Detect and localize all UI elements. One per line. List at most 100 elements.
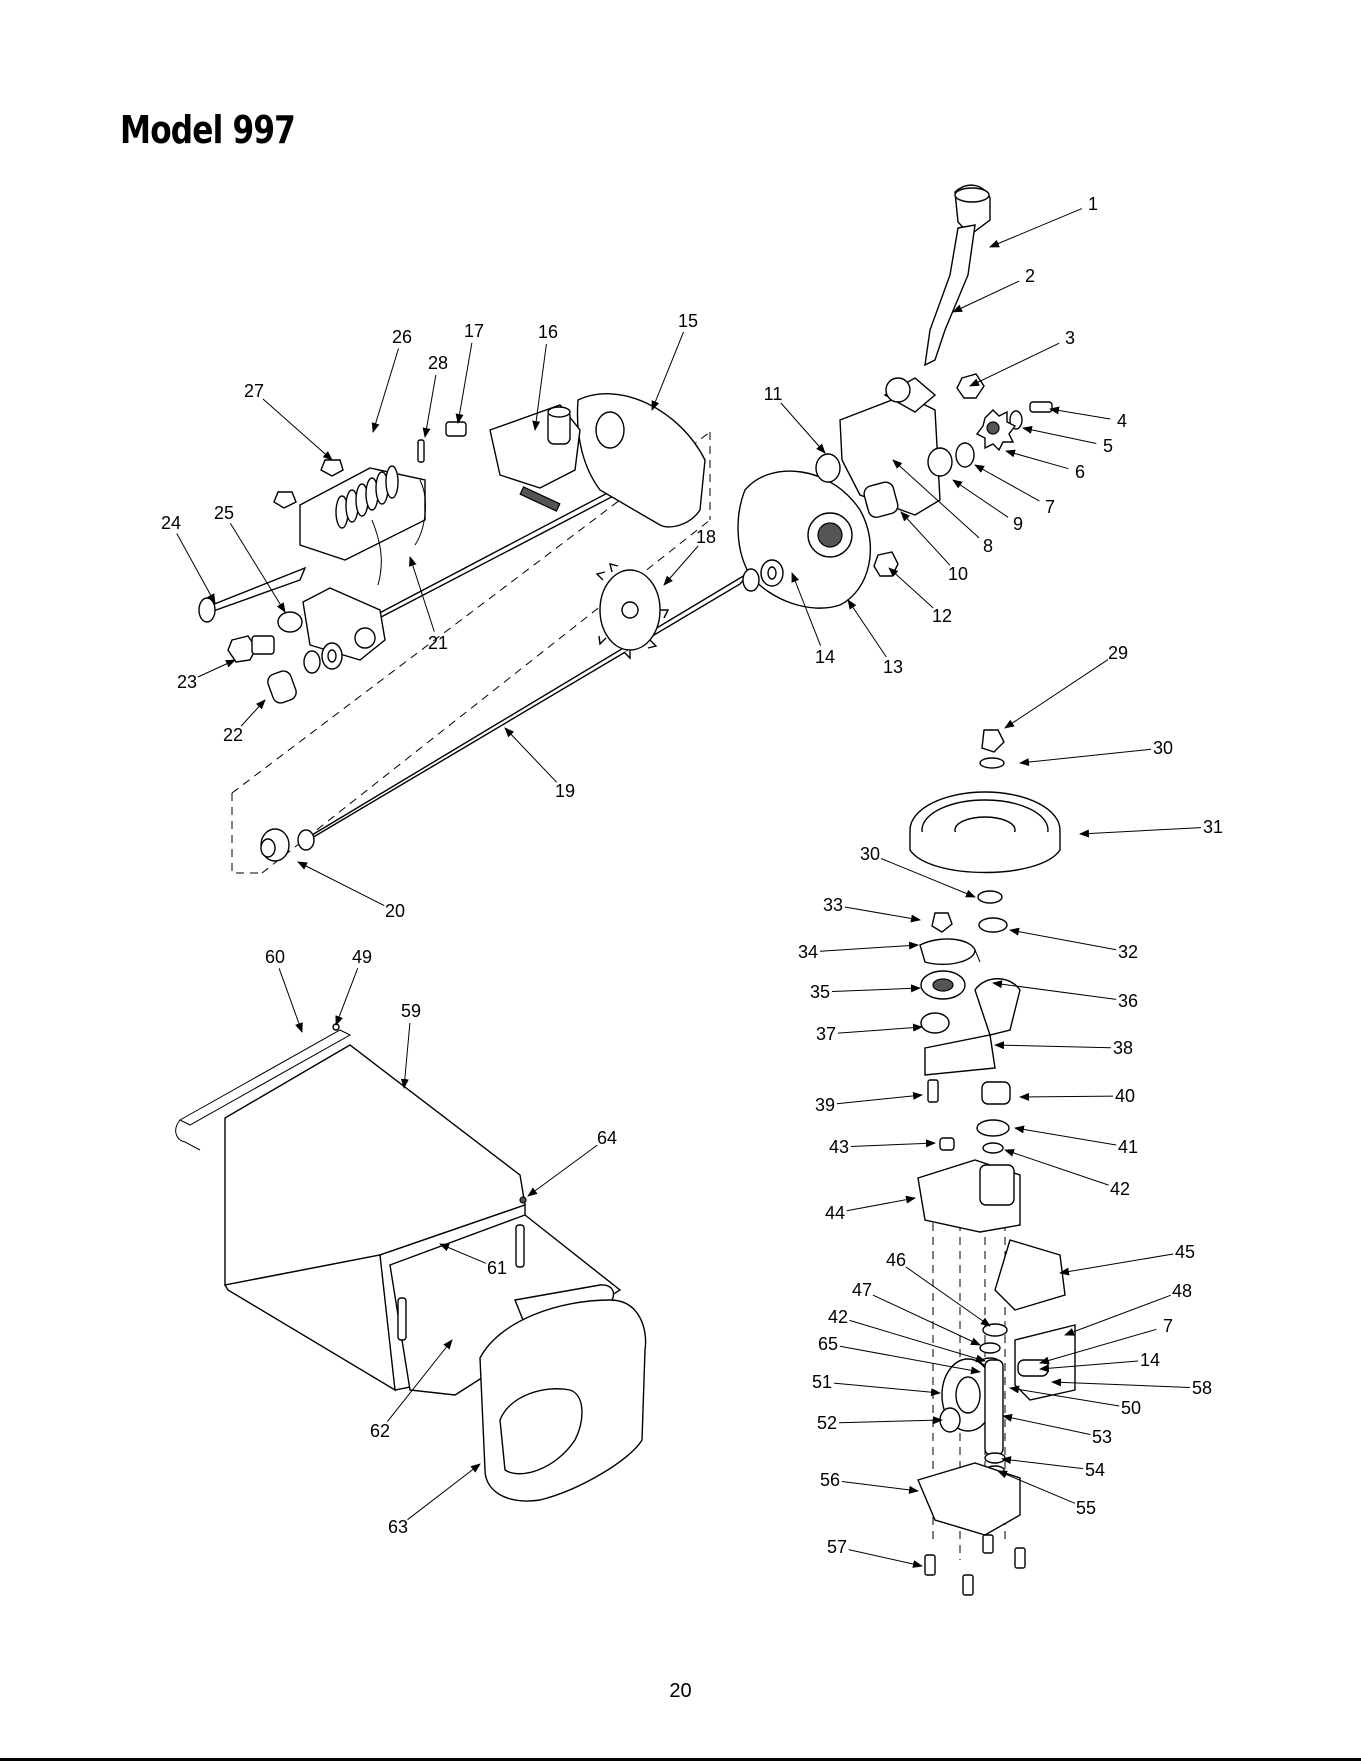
drive-shaft-assembly — [199, 394, 750, 873]
callout-leader — [1023, 428, 1096, 444]
callout-c45: 45 — [1060, 1242, 1195, 1273]
callout-leader — [373, 349, 399, 433]
callout-leader — [975, 465, 1040, 501]
callout-c7: 7 — [975, 465, 1055, 517]
callout-leader — [336, 968, 358, 1025]
callout-number: 30 — [860, 844, 880, 864]
callout-number: 11 — [764, 384, 783, 404]
callout-c29: 29 — [1005, 643, 1128, 728]
callout-number: 17 — [464, 321, 484, 341]
callout-c43: 43 — [829, 1137, 935, 1157]
callout-number: 64 — [597, 1128, 617, 1148]
callout-c26: 26 — [373, 327, 412, 432]
callout-number: 9 — [1013, 514, 1023, 534]
callout-number: 31 — [1203, 817, 1223, 837]
transmission-stack — [910, 730, 1075, 1595]
callout-leader — [953, 480, 1008, 517]
callout-c34: 34 — [798, 942, 918, 962]
callout-c64: 64 — [528, 1128, 617, 1196]
callout-number: 37 — [816, 1024, 836, 1044]
callout-c28: 28 — [425, 353, 448, 437]
callout-leader — [263, 399, 332, 460]
callout-c57: 57 — [827, 1537, 922, 1566]
callout-c13: 13 — [848, 600, 903, 677]
callout-leader — [408, 1464, 481, 1520]
callout-number: 54 — [1085, 1460, 1105, 1480]
callout-leader — [838, 1027, 922, 1033]
callout-number: 3 — [1065, 328, 1075, 348]
callout-number: 60 — [265, 947, 285, 967]
callout-leader — [848, 600, 886, 657]
callout-c21: 21 — [410, 557, 448, 653]
callout-leader — [177, 534, 215, 604]
callout-leader — [842, 1482, 918, 1492]
callout-number: 13 — [883, 657, 903, 677]
callout-number: 7 — [1163, 1316, 1173, 1336]
page-number: 20 — [0, 1680, 1361, 1703]
callout-number: 4 — [1117, 411, 1127, 431]
callout-leader — [1010, 930, 1116, 950]
callout-leader — [505, 728, 557, 782]
callout-leader — [845, 907, 920, 920]
callout-c27: 27 — [244, 381, 332, 460]
callout-number: 58 — [1192, 1378, 1212, 1398]
callout-leader — [1006, 451, 1069, 469]
callout-number: 25 — [214, 503, 234, 523]
callout-c32: 32 — [1010, 930, 1138, 962]
callout-number: 34 — [798, 942, 818, 962]
callout-number: 28 — [428, 353, 448, 373]
callout-leader — [834, 1383, 940, 1393]
callout-leader — [1002, 1459, 1083, 1469]
callout-leader — [652, 332, 684, 410]
callout-number: 7 — [1045, 497, 1055, 517]
callout-number: 41 — [1118, 1137, 1138, 1157]
callout-number: 59 — [401, 1001, 421, 1021]
callout-leader — [820, 945, 918, 951]
callout-leader — [1060, 1254, 1173, 1273]
callout-c4: 4 — [1050, 409, 1127, 431]
callout-leader — [832, 988, 920, 992]
callout-number: 5 — [1103, 436, 1113, 456]
callout-c49: 49 — [336, 947, 372, 1025]
callout-c35: 35 — [810, 982, 920, 1002]
callout-number: 2 — [1025, 266, 1035, 286]
callout-c37: 37 — [816, 1024, 922, 1044]
callout-c3: 3 — [970, 328, 1075, 386]
callout-number: 47 — [852, 1280, 872, 1300]
callout-c60: 60 — [265, 947, 302, 1032]
callout-leader — [850, 1320, 986, 1361]
callout-number: 48 — [1172, 1281, 1192, 1301]
callout-leader — [1065, 1295, 1171, 1335]
callout-c12: 12 — [889, 568, 952, 626]
callout-number: 38 — [1113, 1038, 1133, 1058]
callout-leader — [458, 343, 472, 423]
callout-number: 22 — [223, 725, 243, 745]
callout-c11: 11 — [764, 384, 825, 453]
callout-leader — [889, 568, 933, 608]
callout-number: 27 — [244, 381, 264, 401]
shift-lever-assembly — [738, 185, 1052, 608]
callout-c42: 42 — [1005, 1150, 1130, 1199]
callout-number: 45 — [1175, 1242, 1195, 1262]
callout-number: 26 — [392, 327, 412, 347]
callout-leader — [298, 862, 384, 906]
callout-number: 39 — [815, 1095, 835, 1115]
callout-number: 49 — [352, 947, 372, 967]
callout-number: 15 — [678, 311, 698, 331]
callout-leader — [901, 512, 950, 565]
callout-number: 12 — [932, 606, 952, 626]
callout-leader — [1080, 828, 1201, 834]
callout-number: 14 — [815, 647, 835, 667]
callout-leader — [198, 660, 235, 677]
callout-c1: 1 — [990, 194, 1098, 247]
callout-number: 30 — [1153, 738, 1173, 758]
callout-c47: 47 — [852, 1280, 980, 1345]
callout-leader — [970, 343, 1059, 386]
callout-number: 63 — [388, 1517, 408, 1537]
callout-c22: 22 — [223, 700, 265, 745]
callout-number: 55 — [1076, 1498, 1096, 1518]
callout-number: 56 — [820, 1470, 840, 1490]
callout-c33: 33 — [823, 895, 920, 920]
callout-number: 29 — [1108, 643, 1128, 663]
callout-leader — [1015, 1128, 1116, 1145]
